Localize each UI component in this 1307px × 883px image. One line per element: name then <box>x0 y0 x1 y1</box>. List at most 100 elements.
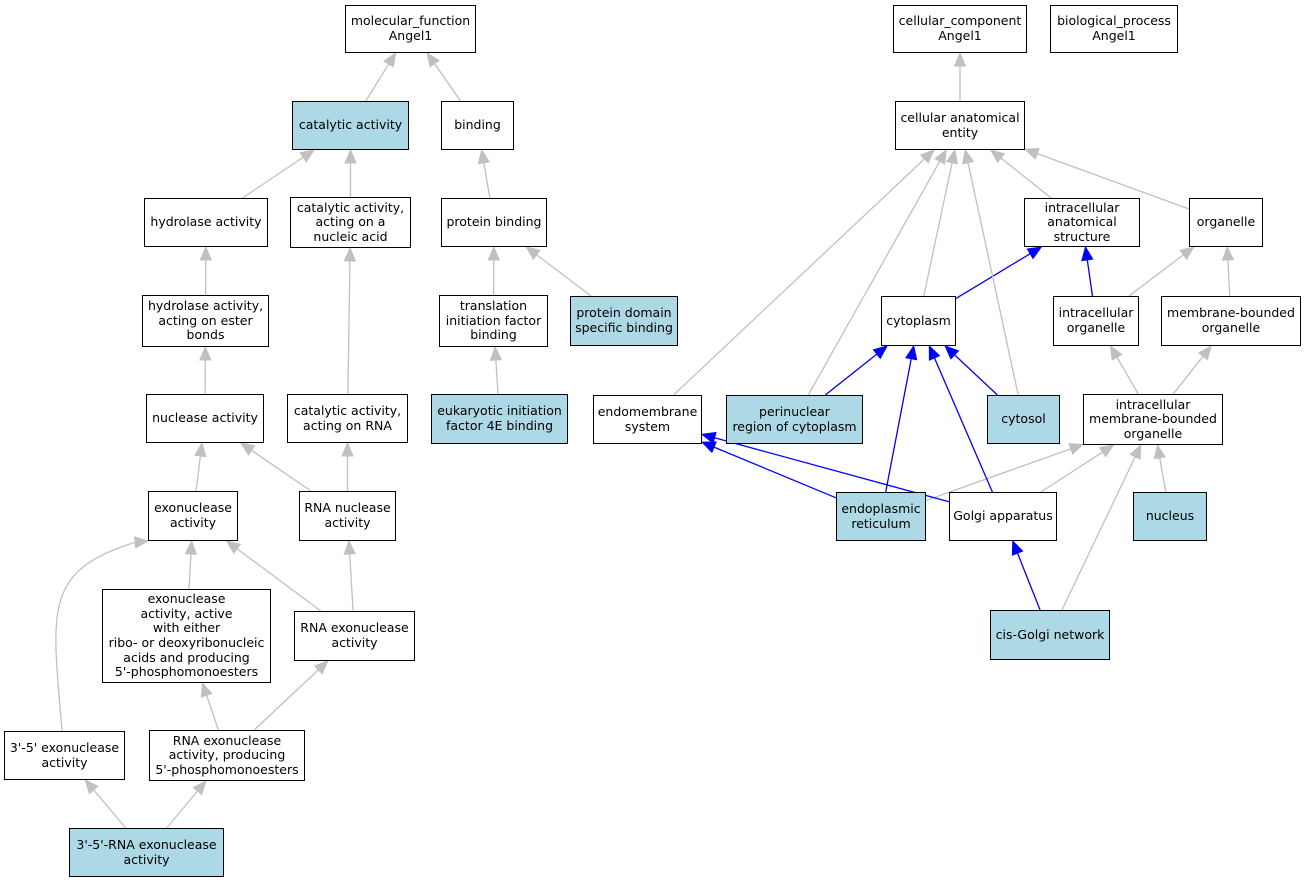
edge-arrowhead <box>225 540 242 555</box>
edge-arrowhead <box>905 344 918 361</box>
node-cytosol[interactable]: cytosol <box>987 395 1060 444</box>
edge-cytoplasm-to-cae <box>923 162 953 297</box>
edge-arrowhead <box>477 148 491 165</box>
node-rna-nuclease-activity[interactable]: RNA nuclease activity <box>299 491 396 541</box>
node-protein-domain-specific-binding[interactable]: protein domain specific binding <box>570 296 678 346</box>
edge-rna_exo_35-to-exo_35 <box>93 789 127 829</box>
edge-rna_exo_5p-to-rna_exo <box>253 669 319 731</box>
edge-golgi-to-cytoplasm <box>933 357 994 493</box>
edge-exo_35-to-exonuclease <box>55 541 136 732</box>
node-biological-process-root[interactable]: biological_process Angel1 <box>1050 5 1178 53</box>
node-golgi-apparatus[interactable]: Golgi apparatus <box>949 492 1057 541</box>
edge-endomembrane-to-cae <box>673 158 925 396</box>
edge-arrowhead <box>872 345 889 360</box>
edge-arrowhead <box>1179 246 1195 261</box>
edge-intra_org-to-ias <box>1086 259 1094 297</box>
edge-er-to-endomembrane <box>713 446 837 499</box>
edge-arrowhead <box>192 780 207 796</box>
edge-arrowhead <box>1153 443 1166 460</box>
node-intracellular-anatomical-structure[interactable]: intracellular anatomical structure <box>1024 198 1140 247</box>
node-nucleus[interactable]: nucleus <box>1133 492 1207 541</box>
edge-catalytic-to-mf_root <box>365 63 390 102</box>
node-molecular-function-root[interactable]: molecular_function Angel1 <box>345 5 476 53</box>
edge-arrowhead <box>199 245 213 261</box>
edge-arrowhead <box>184 539 198 555</box>
node-hydrolase-activity[interactable]: hydrolase activity <box>144 198 268 247</box>
edge-arrowhead <box>343 246 357 262</box>
edge-arrowhead <box>200 681 213 698</box>
edge-arrowhead <box>383 51 397 68</box>
node-hydrolase-activity-acting-on-ester-bonds[interactable]: hydrolase activity, acting on ester bond… <box>142 295 269 347</box>
edge-arrowhead <box>525 246 541 261</box>
node-cytoplasm[interactable]: cytoplasm <box>881 296 956 346</box>
edge-rna_exo-to-exonuclease <box>236 548 322 612</box>
edge-arrowhead <box>426 51 441 68</box>
edge-imbo-to-intra_org <box>1116 356 1139 395</box>
node-translation-initiation-factor-binding[interactable]: translation initiation factor binding <box>439 295 548 347</box>
edge-arrowhead <box>341 441 354 457</box>
edge-protein_domain-to-protein_binding <box>536 254 592 297</box>
node-membrane-bounded-organelle[interactable]: membrane-bounded organelle <box>1161 296 1301 346</box>
edge-cis_golgi-to-golgi <box>1016 552 1041 611</box>
edge-mbo-to-organelle <box>1227 259 1231 297</box>
edge-arrowhead <box>239 442 256 456</box>
edge-arrowhead <box>962 148 975 165</box>
node-rna-exonuclease-activity[interactable]: RNA exonuclease activity <box>294 611 415 661</box>
node-cis-golgi-network[interactable]: cis-Golgi network <box>990 610 1110 660</box>
edge-arrowhead <box>928 344 941 361</box>
edge-arrowhead <box>934 148 947 165</box>
edge-nucleus-to-imbo <box>1159 457 1167 493</box>
node-exonuclease-activity-ribo-or-deoxyribonucleic[interactable]: exonuclease activity, active with either… <box>102 589 271 683</box>
edge-arrowhead <box>299 149 316 163</box>
edge-arrowhead <box>953 51 967 67</box>
node-catalytic-activity-acting-on-rna[interactable]: catalytic activity, acting on RNA <box>287 394 408 443</box>
node-cellular-anatomical-entity[interactable]: cellular anatomical entity <box>895 101 1025 150</box>
node-perinuclear-region-of-cytoplasm[interactable]: perinuclear region of cytoplasm <box>726 395 863 444</box>
node-exonuclease-activity[interactable]: exonuclease activity <box>148 491 238 541</box>
edge-arrowhead <box>1109 344 1123 361</box>
node-catalytic-activity[interactable]: catalytic activity <box>292 101 409 150</box>
edge-arrowhead <box>945 148 959 165</box>
node-rna-exonuclease-activity-producing-5-phosphomonoesters[interactable]: RNA exonuclease activity, producing 5'-p… <box>149 730 305 781</box>
node-catalytic-activity-acting-on-a-nucleic-acid[interactable]: catalytic activity, acting on a nucleic … <box>290 197 411 248</box>
edge-arrowhead <box>1068 443 1085 455</box>
edge-hydrolase-to-catalytic <box>242 156 304 199</box>
edge-exonuclease-to-nuclease <box>195 455 202 492</box>
edge-arrowhead <box>700 431 717 444</box>
edge-arrowhead <box>1011 539 1024 556</box>
edge-cat_rna-to-cat_nucleic <box>347 260 351 395</box>
edge-arrowhead <box>489 345 503 361</box>
edge-arrowhead <box>487 245 501 261</box>
edge-arrowhead <box>1081 245 1094 262</box>
node-3-5-rna-exonuclease-activity[interactable]: 3'-5'-RNA exonuclease activity <box>69 828 224 877</box>
edge-arrowhead <box>1197 344 1212 361</box>
edge-arrowhead <box>944 345 960 360</box>
edge-arrowhead <box>1098 444 1115 458</box>
edge-rna_nuclease-to-nuclease <box>251 449 312 492</box>
edge-imbo-to-mbo <box>1172 355 1204 395</box>
edge-ias-to-cae <box>1000 157 1052 199</box>
edge-arrowhead <box>989 149 1006 164</box>
node-intracellular-membrane-bounded-organelle[interactable]: intracellular membrane-bounded organelle <box>1083 394 1223 445</box>
node-3-5-exonuclease-activity[interactable]: 3'-5' exonuclease activity <box>4 731 125 780</box>
node-protein-binding[interactable]: protein binding <box>441 198 547 247</box>
edge-arrowhead <box>919 149 935 164</box>
node-binding[interactable]: binding <box>441 101 514 150</box>
node-endoplasmic-reticulum[interactable]: endoplasmic reticulum <box>836 492 926 541</box>
edge-cytosol-to-cae <box>967 162 1019 396</box>
edge-arrowhead <box>344 148 357 164</box>
edge-perinuclear-to-cae <box>807 161 941 396</box>
edge-perinuclear-to-cytoplasm <box>824 353 878 396</box>
node-cellular-component-root[interactable]: cellular_component Angel1 <box>893 5 1027 53</box>
edge-organelle-to-cae <box>1036 153 1190 210</box>
node-nuclease-activity[interactable]: nuclease activity <box>146 394 264 443</box>
node-endomembrane-system[interactable]: endomembrane system <box>593 395 702 444</box>
node-organelle[interactable]: organelle <box>1189 198 1263 247</box>
node-intracellular-organelle[interactable]: intracellular organelle <box>1053 296 1139 346</box>
node-eukaryotic-initiation-factor-4e-binding[interactable]: eukaryotic initiation factor 4E binding <box>431 394 568 444</box>
edge-arrowhead <box>1129 443 1142 460</box>
edge-golgi-to-imbo <box>1040 451 1104 493</box>
edge-er-to-cytoplasm <box>885 358 912 493</box>
